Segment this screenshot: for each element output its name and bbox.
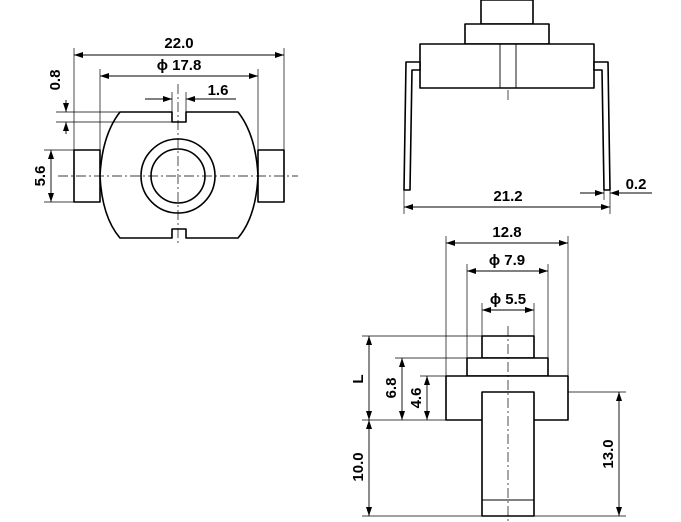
dim-lead-span: 21.2 [493, 188, 522, 205]
front-view: 12.8 ϕ 7.9 ϕ 5.5 L 6.8 [350, 224, 626, 522]
dim-collar-diameter: ϕ 7.9 [489, 252, 525, 269]
side-view: 21.2 0.2 [403, 0, 652, 214]
dim-lead-thickness: 0.2 [626, 176, 647, 193]
dim-body-width: 12.8 [492, 224, 521, 241]
dim-notch-width: 1.6 [208, 82, 229, 99]
front-collar [466, 357, 549, 377]
side-collar [464, 23, 550, 45]
dim-total-height: 13.0 [600, 439, 617, 468]
dim-stem-length: 10.0 [350, 452, 367, 481]
top-view: 22.0 ϕ 17.8 1.6 0.8 5.6 [32, 35, 298, 246]
dim-plunger-length: L [350, 374, 367, 383]
dim-body-diameter: ϕ 17.8 [157, 57, 202, 74]
side-body [419, 43, 595, 89]
dim-notch-offset: 0.8 [47, 70, 64, 91]
left-lead [403, 61, 421, 191]
side-plunger-top [480, 0, 534, 25]
right-lead [593, 61, 611, 191]
dim-tab-height: 5.6 [32, 166, 49, 187]
dim-overall-width: 22.0 [164, 35, 193, 52]
dim-plunger-diameter: ϕ 5.5 [490, 291, 526, 308]
dim-cap-height: 4.6 [408, 388, 425, 409]
dim-collar-height: 6.8 [383, 378, 400, 399]
